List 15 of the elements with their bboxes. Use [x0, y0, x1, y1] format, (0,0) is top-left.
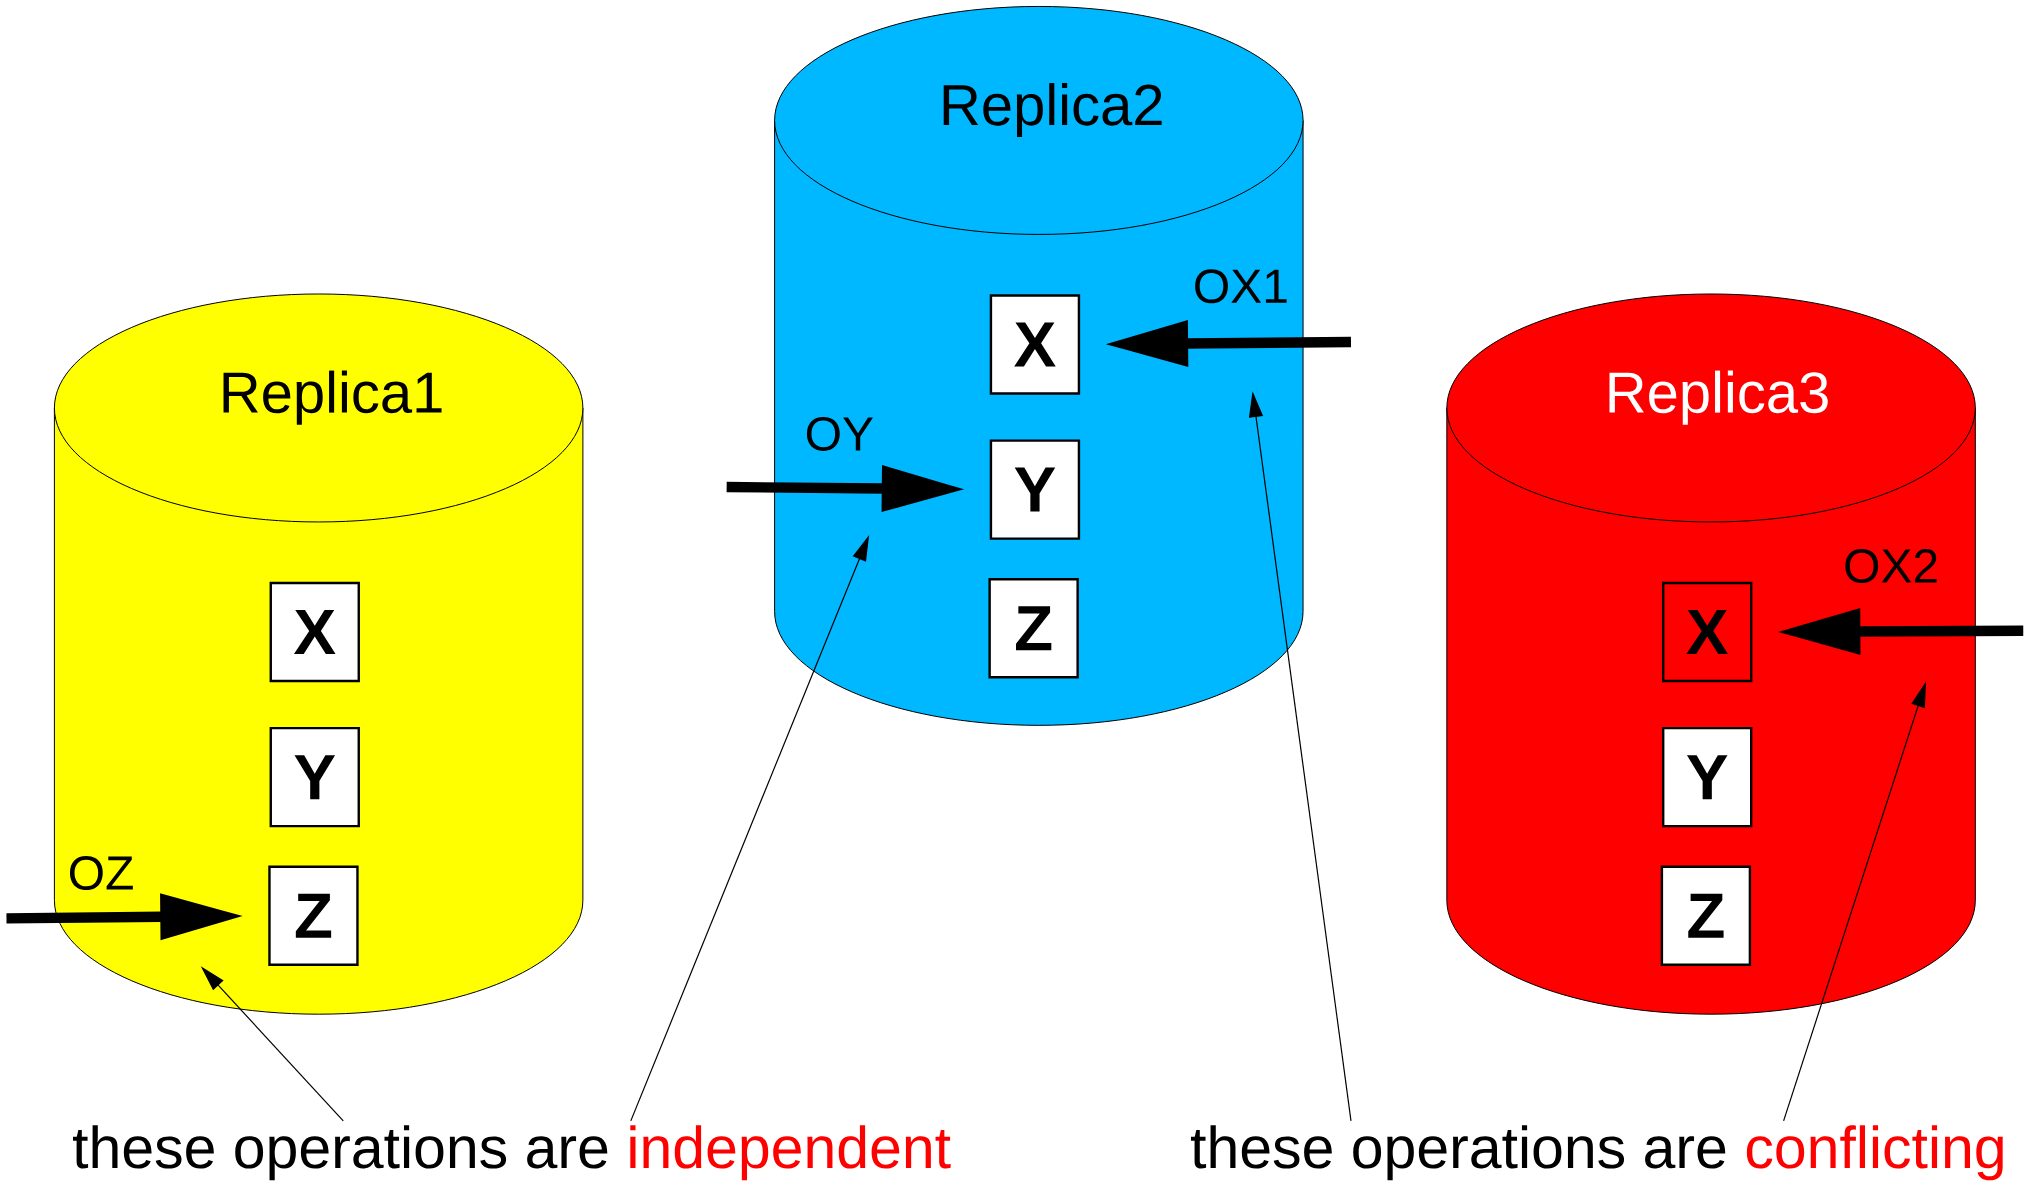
letter-box: Y — [989, 439, 1081, 540]
letter-box: Y — [1662, 726, 1753, 828]
letter-box: Z — [268, 865, 359, 966]
letter-box: X — [1662, 581, 1753, 683]
letter-box: Z — [988, 577, 1079, 679]
edge-label: OX2 — [1845, 548, 1937, 583]
edge-label: OX1 — [1195, 269, 1287, 303]
letter-box: X — [269, 581, 360, 683]
edge-label: OY — [806, 416, 873, 451]
caption-text: these operations are conflicting — [1190, 1125, 2003, 1181]
caption-text: these operations are independent — [73, 1125, 951, 1181]
letter-box: X — [989, 294, 1081, 395]
letter-box: Z — [1660, 865, 1752, 966]
edge-label: OZ — [69, 855, 133, 890]
letter-box: Y — [269, 726, 360, 828]
